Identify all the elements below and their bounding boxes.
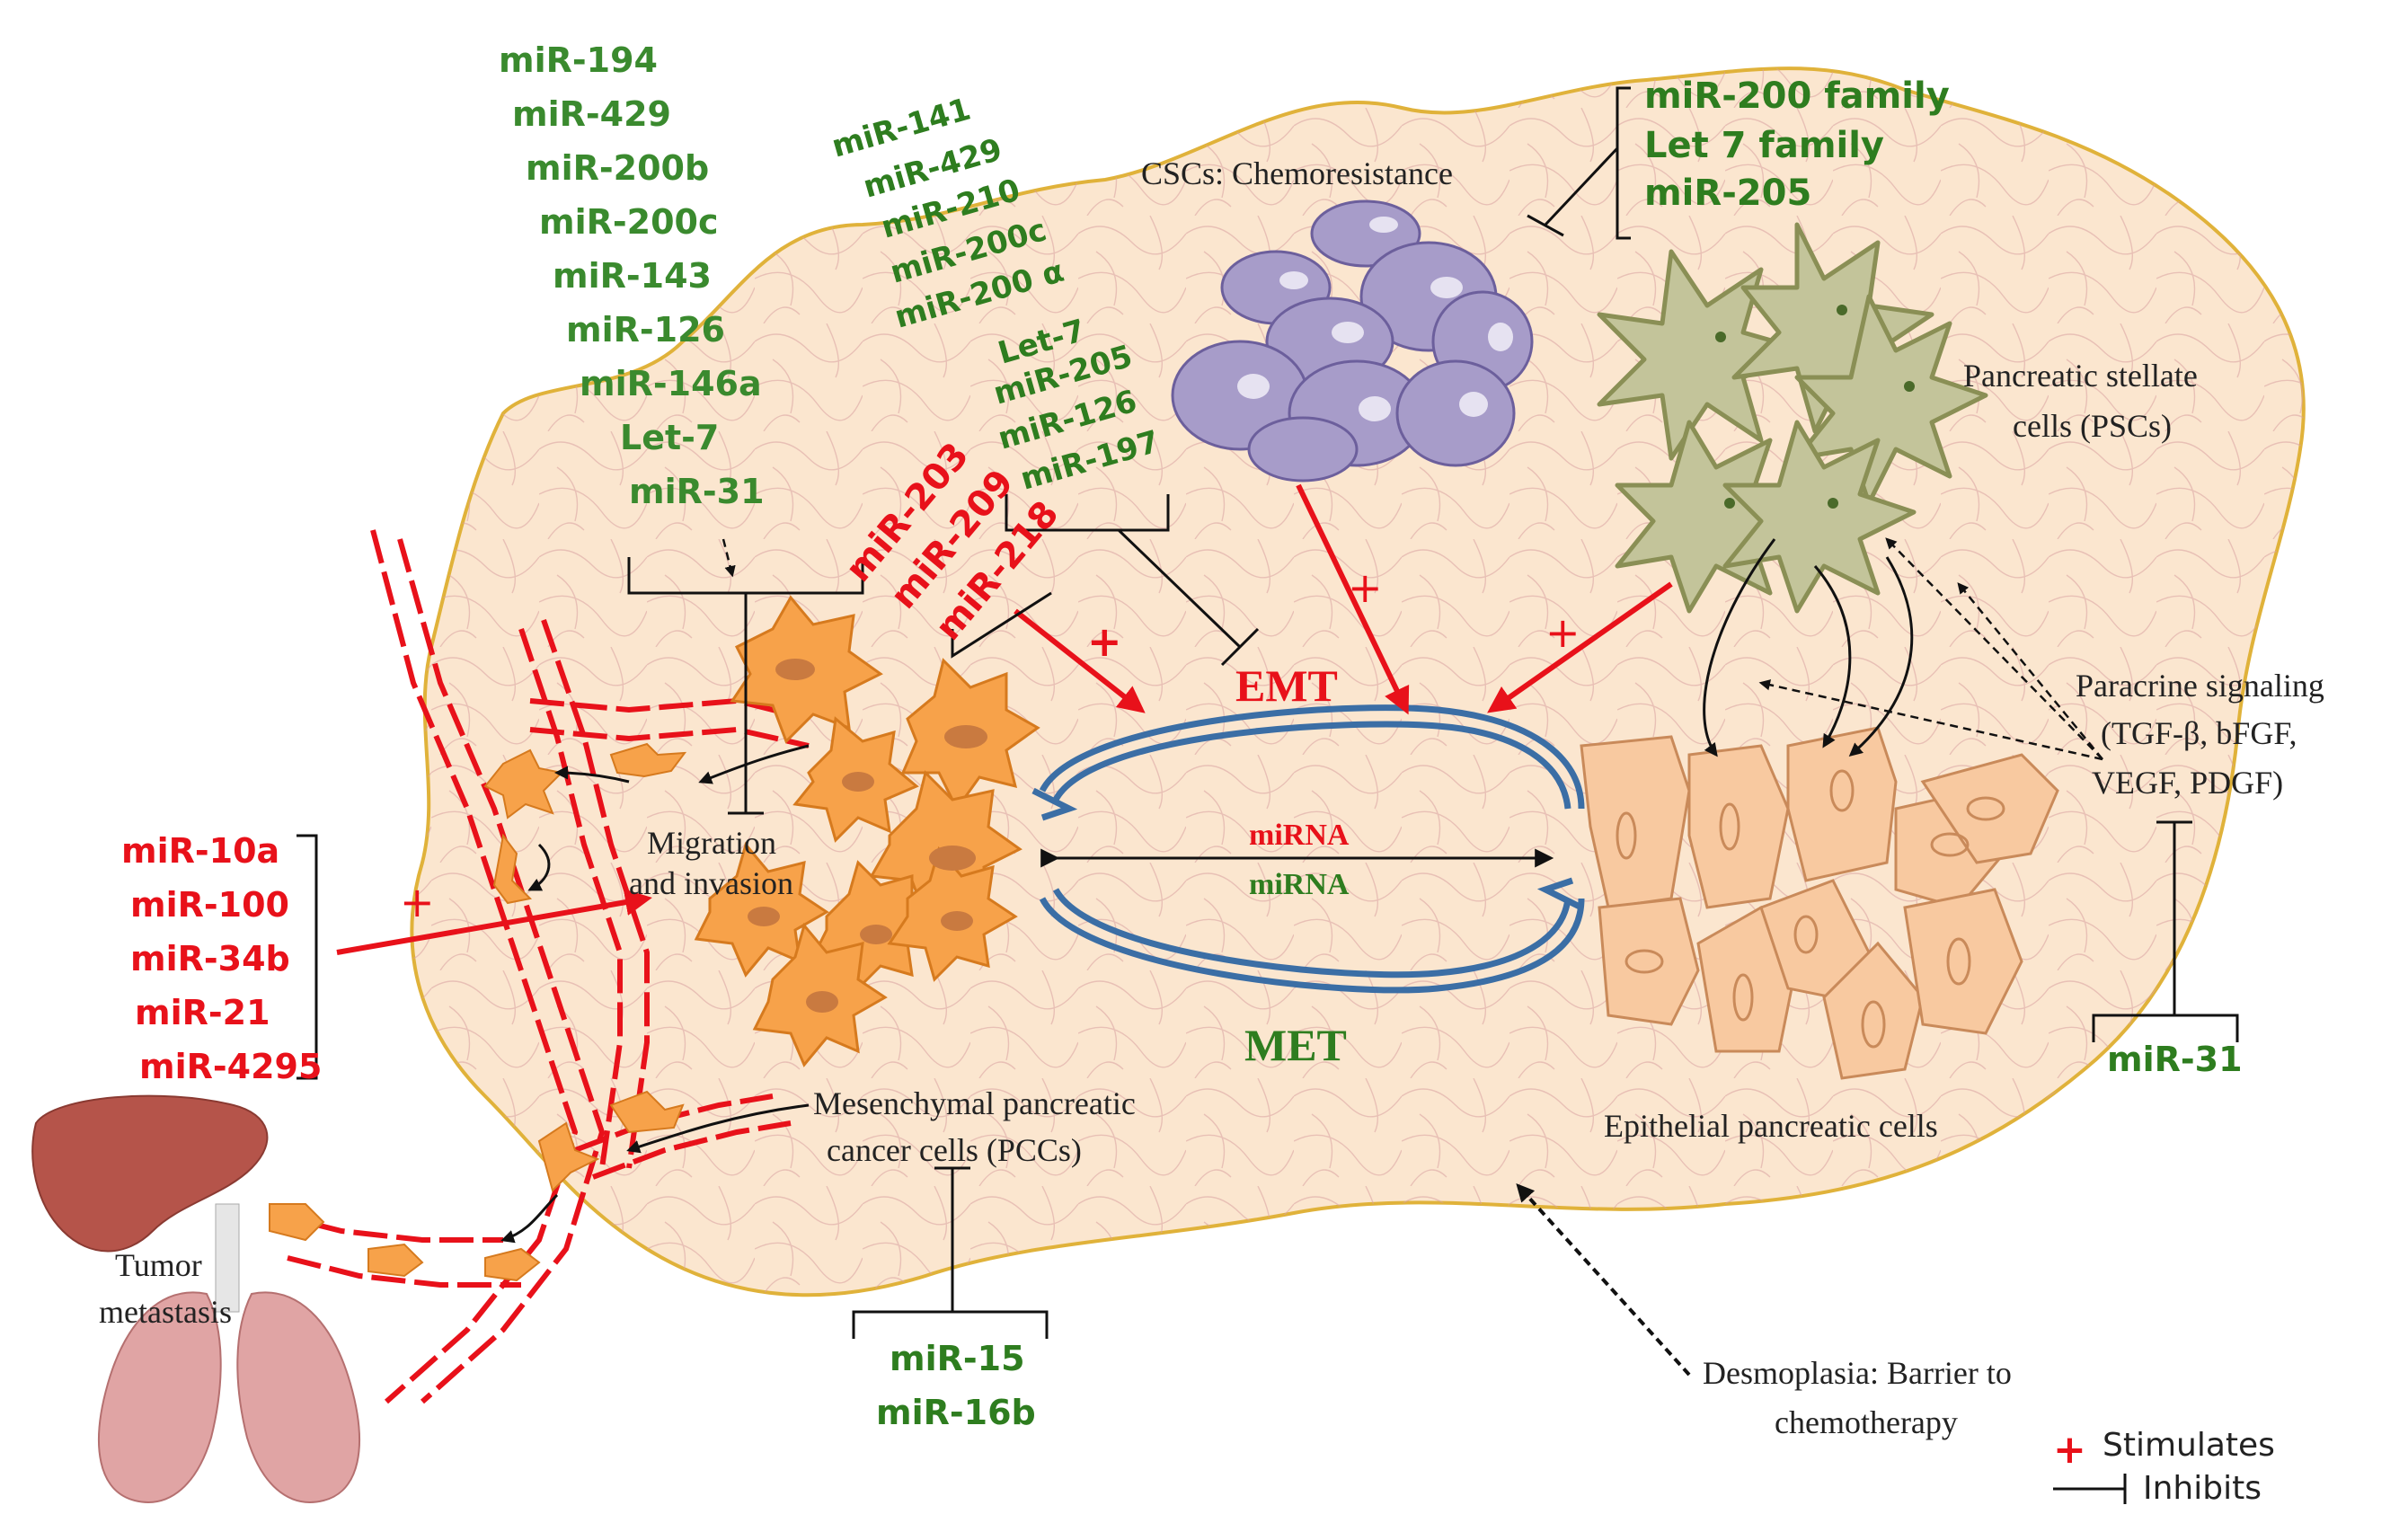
- csc-inhibitor-list: miR-200 family Let 7 family miR-205: [1644, 75, 1950, 214]
- mirna-item: miR-205: [1644, 173, 1811, 214]
- pcc-inhibitor-list: miR-15 miR-16b: [876, 1339, 1036, 1432]
- mirna-item: miR-100: [130, 885, 289, 925]
- paracrine-arrows: [722, 537, 2103, 1377]
- lungs-illustration: [98, 1203, 360, 1503]
- legend-inhibits-label: Inhibits: [2143, 1470, 2262, 1507]
- mirna-item: miR-146a: [580, 364, 762, 403]
- mesenchymal-label-line1: Mesenchymal pancreatic: [813, 1085, 1136, 1121]
- labels: CSCs: Chemoresistance Pancreatic stellat…: [99, 155, 2324, 1440]
- psc-label-line2: cells (PSCs): [2013, 408, 2172, 444]
- paracrine-inhibitor-list: miR-31: [2107, 1040, 2243, 1079]
- mirna-item: miR-200b: [526, 148, 709, 188]
- plus-metastasis: +: [400, 878, 435, 926]
- mirna-item: miR-200c: [539, 202, 719, 242]
- mirna-item: miR-200 family: [1644, 75, 1950, 117]
- mirna-item: miR-143: [553, 256, 712, 296]
- mirna-item: miR-16b: [876, 1393, 1036, 1432]
- mirna-item: miR-429: [512, 94, 671, 134]
- migration-inhibitor-list: miR-194 miR-429 miR-200b miR-200c miR-14…: [499, 40, 765, 511]
- metastasis-label-line1: Tumor: [115, 1247, 202, 1283]
- migrating-cells: [269, 742, 687, 1282]
- mirna-item: miR-31: [2107, 1040, 2243, 1079]
- epithelial-label: Epithelial pancreatic cells: [1604, 1108, 1938, 1144]
- metastasis-stimulator-list: miR-10a miR-100 miR-34b miR-21 miR-4295: [121, 831, 322, 1086]
- liver-illustration: [31, 1094, 269, 1253]
- emt-label: EMT: [1235, 660, 1338, 711]
- mesenchymal-cells: [694, 595, 1040, 1067]
- mirna-item: Let 7 family: [1644, 125, 1884, 166]
- csc-label: CSCs: Chemoresistance: [1141, 155, 1453, 191]
- met-label: MET: [1244, 1020, 1347, 1070]
- mirna-item: Let-7: [620, 418, 719, 457]
- mirna-item: miR-34b: [130, 939, 290, 978]
- mirna-item: miR-21: [135, 993, 270, 1032]
- mirna-item: miR-126: [566, 310, 725, 350]
- blood-vessels: [269, 529, 810, 1404]
- mirna-red-label: miRNA: [1249, 819, 1350, 852]
- migration-label-line1: Migration: [647, 825, 776, 861]
- legend-stimulates-label: Stimulates: [2103, 1427, 2275, 1464]
- paracrine-label-line3: VEGF, PDGF): [2092, 765, 2283, 801]
- mirna-item: miR-31: [629, 472, 765, 511]
- paracrine-label-line2: (TGF-β, bFGF,: [2101, 715, 2297, 751]
- inhibitory-lines: [297, 86, 2239, 1339]
- psc-label-line1: Pancreatic stellate: [1963, 358, 2198, 394]
- stimulatory-arrows: [336, 483, 1673, 955]
- plus-emt-stimulators: +: [1087, 617, 1122, 666]
- mirna-green-label: miRNA: [1249, 868, 1350, 901]
- epithelial-cells: [1580, 726, 2059, 1080]
- desmoplasia-label-line2: chemotherapy: [1775, 1404, 1958, 1440]
- psc-cells: [1597, 222, 1988, 614]
- plus-csc: +: [1348, 563, 1383, 612]
- csc-cluster: [1171, 199, 1534, 483]
- mirna-item: miR-15: [890, 1339, 1025, 1378]
- paracrine-label-line1: Paracrine signaling: [2076, 668, 2324, 704]
- plus-psc: +: [1545, 608, 1580, 657]
- legend: + Stimulates Inhibits: [2053, 1427, 2275, 1507]
- mirna-item: miR-4295: [139, 1047, 322, 1086]
- legend-plus-icon: +: [2053, 1427, 2086, 1473]
- mirna-item: miR-194: [499, 40, 658, 80]
- migration-label-line2: and invasion: [629, 865, 793, 901]
- metastasis-label-line2: metastasis: [99, 1294, 232, 1330]
- desmoplasia-label-line1: Desmoplasia: Barrier to: [1703, 1355, 2012, 1391]
- mirna-item: miR-10a: [121, 831, 279, 871]
- mesenchymal-label-line2: cancer cells (PCCs): [827, 1132, 1082, 1168]
